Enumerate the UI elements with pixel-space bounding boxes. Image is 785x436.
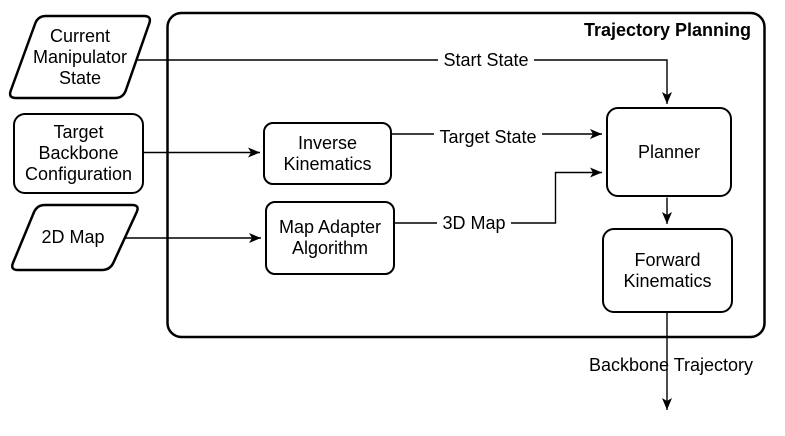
node-planner: Planner — [606, 107, 732, 197]
node-forward-kinematics-label: Forward Kinematics — [623, 249, 712, 291]
node-target-backbone-configuration-label: Target Backbone Configuration — [24, 122, 133, 184]
trajectory-planning-container — [166, 11, 766, 339]
edge-label-3d-map: 3D Map — [394, 211, 554, 235]
edge-label-backbone-trajectory: Backbone Trajectory — [588, 355, 754, 375]
node-map-adapter-algorithm-label: Map Adapter Algorithm — [278, 217, 382, 258]
node-inverse-kinematics: Inverse Kinematics — [263, 122, 392, 185]
node-inverse-kinematics-label: Inverse Kinematics — [283, 132, 372, 174]
edge-start-state — [137, 59, 672, 104]
current-manipulator-state-shape — [8, 14, 152, 100]
2d-map-shape — [10, 203, 139, 272]
node-map-adapter-algorithm: Map Adapter Algorithm — [265, 201, 395, 275]
node-target-backbone-configuration: Target Backbone Configuration — [13, 113, 144, 194]
edge-label-target-state: Target State — [408, 125, 568, 149]
node-planner-label: Planner — [637, 141, 701, 162]
node-forward-kinematics: Forward Kinematics — [602, 228, 733, 313]
edge-label-start-state: Start State — [406, 48, 566, 72]
container-title: Trajectory Planning — [583, 20, 751, 40]
